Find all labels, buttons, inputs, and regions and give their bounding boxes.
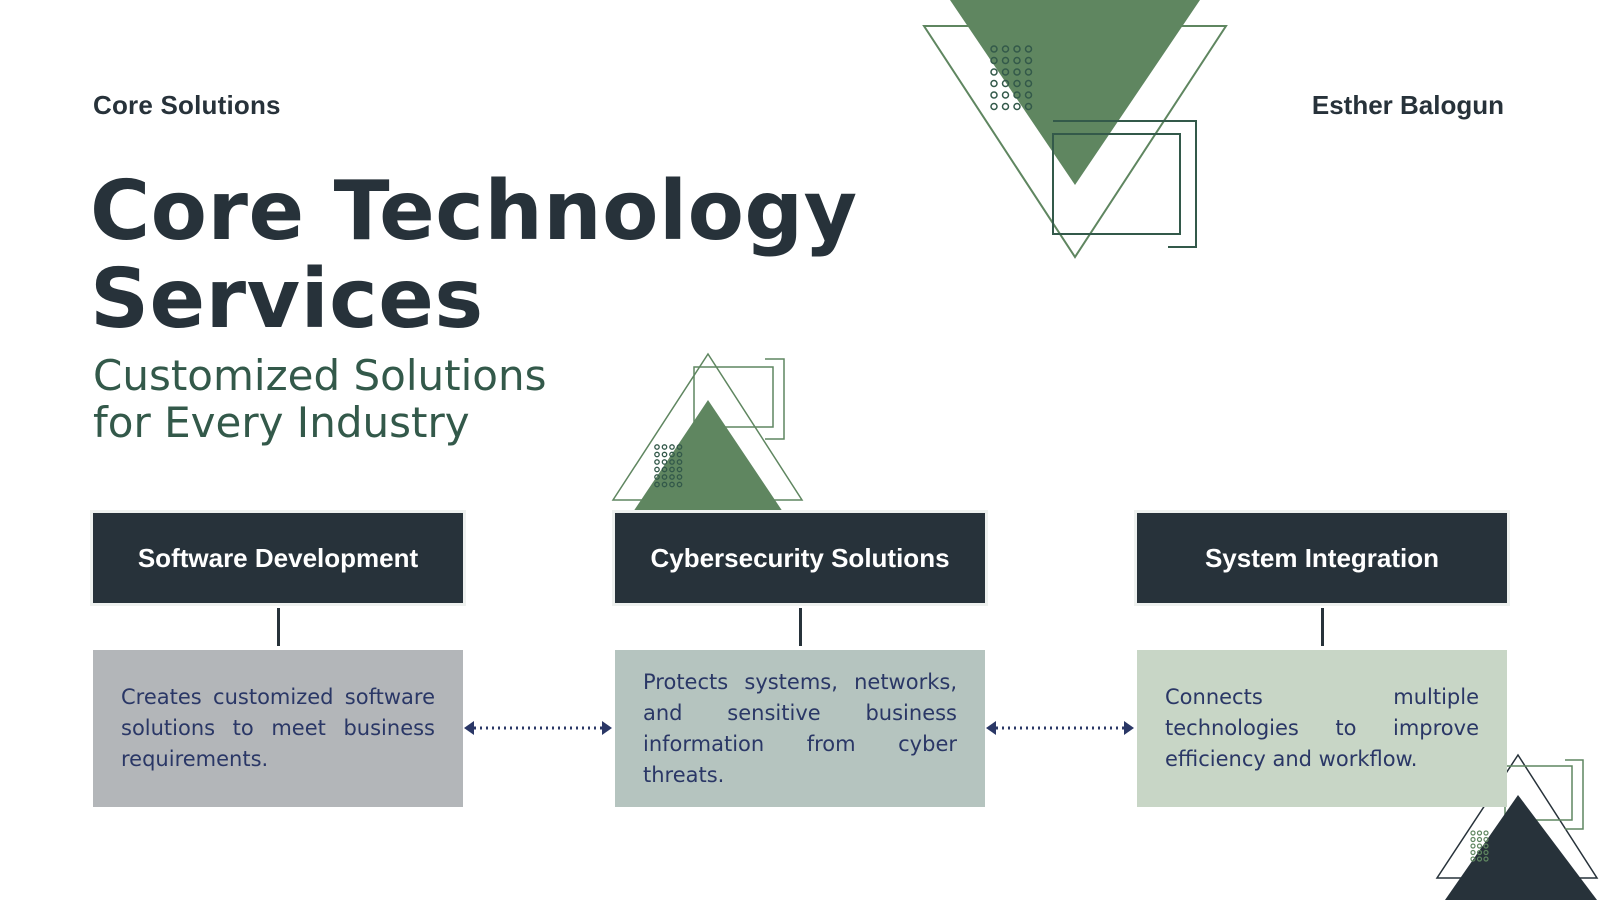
decorative-dot [1483, 849, 1489, 856]
decorative-dot [676, 451, 683, 458]
decorative-dot [990, 91, 998, 99]
decorative-dot [654, 474, 660, 480]
decorative-dot [1013, 79, 1021, 88]
decorative-dot [676, 474, 683, 480]
decorative-dot [1001, 91, 1010, 99]
decorative-dot [654, 444, 660, 450]
author-name: Esther Balogun [1311, 90, 1504, 120]
decorative-dot [1476, 830, 1483, 836]
service-description-box-2: Protects systems, networks, and sensitiv… [615, 650, 985, 807]
connector-line-2 [799, 608, 802, 646]
decorative-dot [661, 481, 668, 488]
decorative-dot [654, 481, 660, 488]
decorative-dot [654, 466, 660, 473]
subtitle-line-2: for Every Industry [93, 398, 470, 447]
decorative-dot [1024, 79, 1033, 88]
service-description-box-3: Connects multiple technologies to improv… [1137, 650, 1507, 807]
double-arrow-2 [986, 721, 1134, 735]
decorative-dot [669, 466, 675, 473]
decorative-dot [1013, 68, 1021, 76]
service-title-system-integration: System Integration [1134, 510, 1510, 606]
decorative-dot [1483, 843, 1489, 849]
page-title: Core Technology Services [90, 168, 890, 344]
decorative-dot [1013, 56, 1021, 65]
decorative-dot [990, 79, 998, 88]
decorative-dot [661, 474, 668, 480]
decorative-dot [990, 68, 998, 76]
decorative-dot [1476, 849, 1483, 856]
decorative-dot [990, 102, 998, 111]
decorative-dot [654, 451, 660, 458]
title-line-2: Services [90, 252, 484, 347]
decorative-dot [1024, 91, 1033, 99]
decorative-dot [1476, 843, 1483, 849]
brand-name: Core Solutions [93, 90, 281, 120]
subtitle-line-1: Customized Solutions [93, 351, 547, 400]
decorative-dot [669, 459, 675, 465]
decorative-dot [654, 459, 660, 465]
decorative-dot [1001, 68, 1010, 76]
decorative-dot [1024, 56, 1033, 65]
decorative-dot [676, 466, 683, 473]
decorative-dot [676, 481, 683, 488]
decorative-dot [1483, 830, 1489, 836]
decorative-dot [669, 474, 675, 480]
decorative-dot [669, 444, 675, 450]
connector-line-3 [1321, 608, 1324, 646]
connector-line-1 [277, 608, 280, 646]
decorative-dot [1001, 102, 1010, 111]
service-description-3: Connects multiple technologies to improv… [1165, 685, 1479, 771]
decorative-dot [1013, 102, 1021, 111]
decorative-dot [1001, 79, 1010, 88]
decorative-dot [661, 459, 668, 465]
service-description-2: Protects systems, networks, and sensitiv… [643, 669, 957, 787]
decorative-dot [661, 466, 668, 473]
decorative-dot [1013, 45, 1021, 53]
service-description-box-1: Creates customized software solutions to… [93, 650, 463, 807]
decorative-dot [661, 444, 668, 450]
decorative-dot [1470, 856, 1476, 862]
decorative-dot [1483, 856, 1489, 862]
service-title-cybersecurity-solutions: Cybersecurity Solutions [612, 510, 988, 606]
decorative-dot [1483, 836, 1489, 843]
decorative-dot [990, 45, 998, 53]
decorative-dot [990, 56, 998, 65]
decorative-dot [676, 459, 683, 465]
decorative-dot [1024, 102, 1033, 111]
decorative-dot [1001, 45, 1010, 53]
decorative-dot [1001, 56, 1010, 65]
decorative-dot [1476, 856, 1483, 862]
decorative-dot [676, 444, 683, 450]
page-subtitle: Customized Solutions for Every Industry [93, 352, 613, 446]
decorative-dot [1024, 45, 1033, 53]
decorative-dot [669, 481, 675, 488]
decorative-dot [1470, 843, 1476, 849]
service-description-1: Creates customized software solutions to… [121, 685, 435, 771]
decorative-dot [1476, 836, 1483, 843]
decorative-dot [1470, 849, 1476, 856]
decorative-dot [1470, 830, 1476, 836]
decorative-dot [1024, 68, 1033, 76]
decorative-dot [669, 451, 675, 458]
double-arrow-1 [464, 721, 612, 735]
decorative-dot [1470, 836, 1476, 843]
title-line-1: Core Technology [90, 164, 858, 259]
service-title-software-development: Software Development [90, 510, 466, 606]
decorative-dot [1013, 91, 1021, 99]
decorative-dot [661, 451, 668, 458]
